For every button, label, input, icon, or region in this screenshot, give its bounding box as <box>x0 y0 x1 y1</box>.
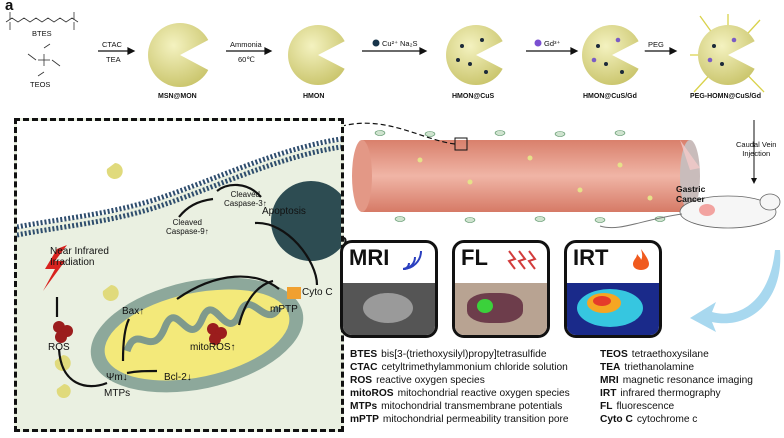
step2-bottom-label: 60℃ <box>238 55 255 64</box>
teos-structure <box>27 43 61 77</box>
irt-title: IRT <box>573 245 609 270</box>
teos-label: TEOS <box>30 80 51 89</box>
msn-mon-sphere <box>148 23 217 87</box>
curved-arrow <box>690 250 781 332</box>
nanoparticle-name-3: HMON@CuS <box>452 93 495 100</box>
peg-hmon-sphere <box>690 14 765 93</box>
nanoparticle-name-4: HMON@CuS/Gd <box>583 93 637 100</box>
fl-title: FL <box>461 245 488 270</box>
nanoparticle-name-1: MSN@MON <box>158 93 197 100</box>
synthesis-arrows <box>98 47 678 55</box>
mouse-illustration <box>599 140 781 229</box>
irt-image-card: IRT <box>564 240 662 338</box>
step1-top-label: CTAC <box>102 40 122 49</box>
gd-ion-icon <box>534 39 542 47</box>
synthesis-scheme <box>5 12 765 93</box>
hmon-sphere <box>288 25 352 85</box>
flame-icon <box>633 249 649 270</box>
caspase9-label: Cleaved Caspase-9↑ <box>166 218 209 236</box>
mitoros-label: mitoROS↑ <box>190 342 236 353</box>
nir-label: Near Infrared Irradiation <box>50 246 109 268</box>
zigzag-icon <box>507 250 537 270</box>
nanoparticle-name-5: PEG-HOMN@CuS/Gd <box>690 93 761 100</box>
cytoc-label: Cyto C <box>302 287 333 298</box>
fl-image-card: FL <box>452 240 550 338</box>
blood-vessel <box>281 122 700 223</box>
step1-bottom-label: TEA <box>106 55 121 64</box>
mri-image-card: MRI <box>340 240 438 338</box>
step4-ion-label: Gd³⁺ <box>544 39 561 48</box>
hmon-cus-gd-sphere <box>582 25 646 85</box>
caspase3-label: Cleaved Caspase-3↑ <box>224 190 267 208</box>
bax-label: Bax↑ <box>122 306 145 317</box>
btes-label: BTES <box>32 29 52 38</box>
hmon-cus-sphere <box>446 25 510 85</box>
apoptosis-label: Apoptosis <box>262 206 306 217</box>
nanoparticle-name-2: HMON <box>303 93 325 100</box>
cu-ion-icon <box>372 39 380 47</box>
ros-label: ROS <box>48 342 70 353</box>
bcl2-label: Bcl-2↓ <box>164 372 192 383</box>
injection-label: Caudal Vein Injection <box>736 140 777 158</box>
mechanism-frame <box>14 118 344 432</box>
mptp-label: mPTP <box>270 304 298 315</box>
mtps-label: MTPs <box>104 388 131 399</box>
step5-label: PEG <box>648 40 664 49</box>
step3-reagent-label: Na₂S <box>400 39 418 48</box>
mri-title: MRI <box>349 245 390 270</box>
signal-waves-icon <box>402 250 422 270</box>
psi-label: Ψm↓ <box>106 372 128 383</box>
panel-label-a: a <box>5 0 14 14</box>
gastric-cancer-label: Gastric Cancer <box>676 184 706 204</box>
step3-ion-label: Cu²⁺ <box>382 39 399 48</box>
step2-top-label: Ammonia <box>230 40 262 49</box>
btes-structure <box>5 12 79 30</box>
